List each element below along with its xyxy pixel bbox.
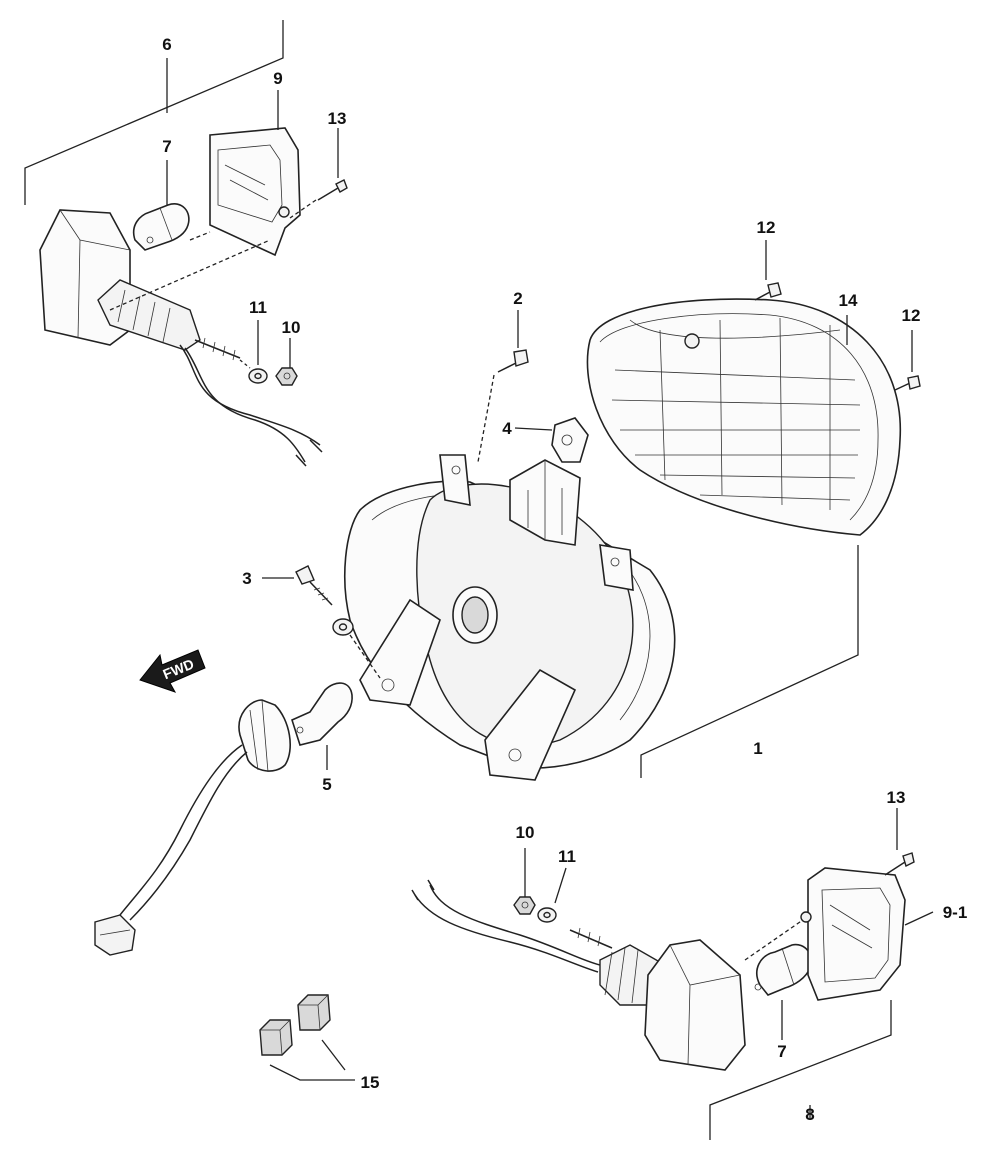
washer-nut-upper [239, 320, 298, 386]
screw-part-13-lower [884, 808, 915, 876]
callout-11-lower: 11 [558, 847, 576, 866]
callout-7-lower: 7 [777, 1042, 786, 1061]
tail-light-base-part-1 [344, 454, 676, 781]
bulb-part-7-lower [744, 914, 812, 1040]
callout-9-1: 9-1 [943, 903, 968, 922]
callout-12-upper: 12 [757, 218, 776, 237]
lens-part-9 [209, 127, 301, 257]
screw-part-12-upper [754, 240, 782, 301]
group-bracket-1 [640, 545, 859, 778]
callout-7-upper: 7 [162, 137, 171, 156]
callout-12-right: 12 [902, 306, 921, 325]
socket-bulb-part-5 [94, 682, 353, 956]
callout-14: 14 [839, 291, 858, 310]
nut-part-4 [514, 417, 589, 463]
callout-4: 4 [502, 419, 512, 438]
screw-part-13-upper [289, 128, 348, 219]
washer-nut-lower [513, 848, 567, 923]
fwd-arrow: FWD [139, 649, 206, 693]
callout-13-upper: 13 [328, 109, 347, 128]
callout-10-lower: 10 [516, 823, 535, 842]
tail-lens-part-14 [586, 298, 902, 536]
callout-3: 3 [242, 569, 251, 588]
callout-1: 1 [753, 739, 762, 758]
callout-9: 9 [273, 69, 282, 88]
group-bracket-8 [709, 1000, 892, 1140]
bulb-part-7-upper [132, 203, 190, 251]
group-bracket-6 [24, 20, 284, 205]
callout-15: 15 [361, 1073, 380, 1092]
callout-6: 6 [162, 35, 171, 54]
callout-8: 8 [805, 1105, 814, 1124]
screw-part-3 [262, 565, 381, 679]
callout-2: 2 [513, 289, 522, 308]
callout-11-upper: 11 [249, 298, 267, 317]
callout-10-upper: 10 [282, 318, 301, 337]
callout-5: 5 [322, 775, 331, 794]
screw-part-12-right [894, 330, 921, 391]
screw-part-2 [477, 310, 529, 463]
callout-13-lower: 13 [887, 788, 906, 807]
turn-signal-right [411, 879, 746, 1071]
fuse-part-15 [259, 994, 355, 1081]
lens-part-9-1 [800, 867, 934, 1001]
turn-signal-left [39, 209, 323, 467]
